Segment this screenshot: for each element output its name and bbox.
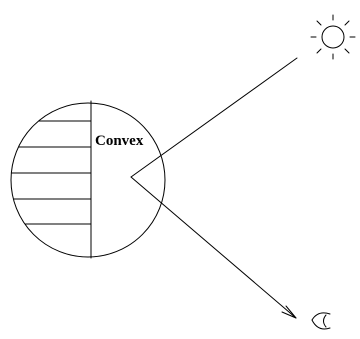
sun-ray	[344, 20, 350, 26]
eye-lower-lid	[311, 319, 331, 330]
arrow-head	[281, 305, 297, 319]
reflected-ray	[130, 176, 297, 319]
eye-upper-lid	[311, 312, 331, 321]
sun-ray	[316, 48, 322, 54]
sphere-outline	[10, 102, 166, 258]
sun-disc	[321, 25, 345, 49]
sun-icon	[310, 14, 356, 60]
reflected-ray-line	[130, 176, 297, 319]
eye-icon	[311, 312, 331, 330]
sun-ray	[344, 48, 350, 54]
convex-sphere: Convex	[10, 100, 166, 259]
convex-label: Convex	[95, 133, 144, 149]
eye-iris	[323, 314, 327, 328]
incident-ray	[130, 57, 298, 178]
sun-ray	[316, 20, 322, 26]
left-half-hatching	[11, 120, 92, 225]
